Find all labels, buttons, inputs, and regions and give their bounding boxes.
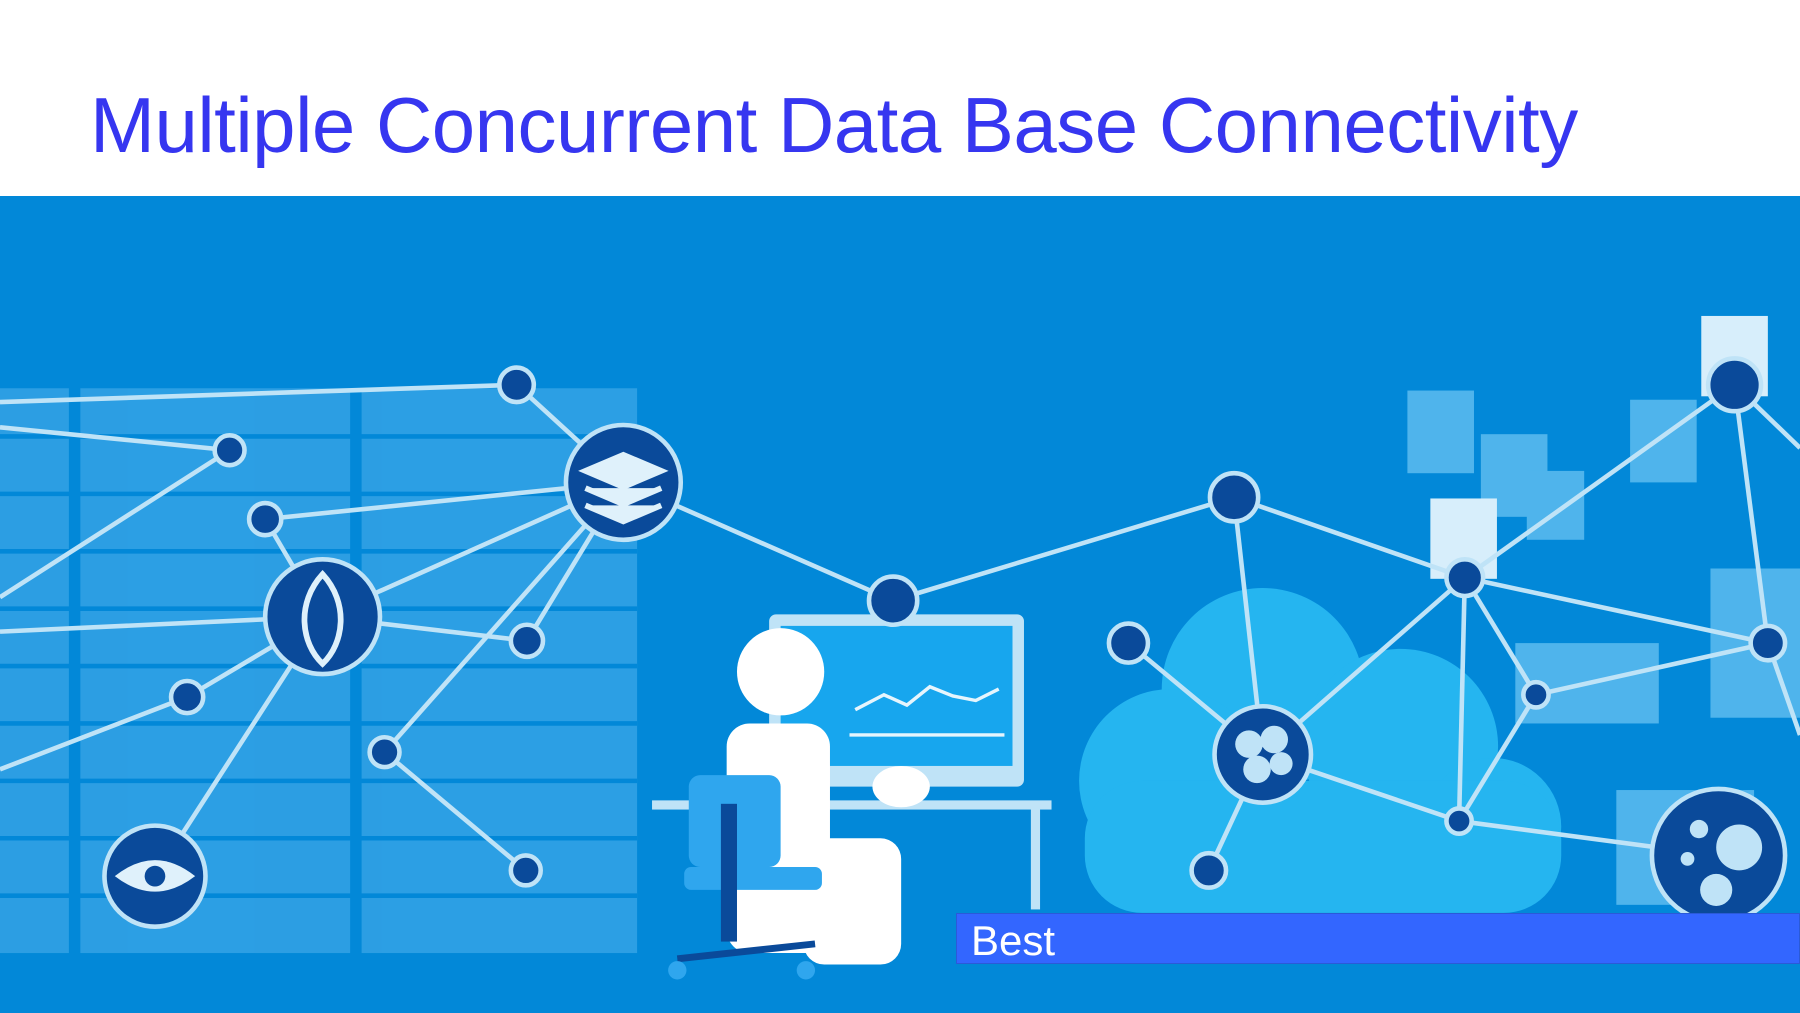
network-node bbox=[1521, 679, 1551, 710]
cloud-icon bbox=[1079, 588, 1562, 913]
network-node bbox=[508, 622, 546, 660]
mongodb-leaf-icon bbox=[262, 557, 383, 677]
network-edge bbox=[1462, 576, 1538, 696]
network-node bbox=[1106, 621, 1151, 665]
network-edge bbox=[1233, 495, 1466, 580]
network-node bbox=[1189, 850, 1229, 890]
network-node bbox=[508, 853, 543, 888]
network-node bbox=[168, 678, 206, 716]
network-node bbox=[246, 500, 284, 538]
network-node bbox=[497, 365, 537, 405]
network-node bbox=[1444, 557, 1486, 599]
network-nodes bbox=[168, 356, 1788, 890]
caption-bar: Best bbox=[956, 913, 1800, 964]
network-node bbox=[866, 574, 920, 628]
neo4j-icon bbox=[1649, 786, 1788, 925]
slide-title: Multiple Concurrent Data Base Connectivi… bbox=[90, 81, 1578, 169]
network-edge bbox=[0, 425, 230, 453]
eye-icon bbox=[102, 823, 208, 929]
network-edge bbox=[1463, 382, 1736, 580]
network-node bbox=[212, 433, 247, 468]
title-band: Multiple Concurrent Data Base Connectivi… bbox=[0, 0, 1800, 196]
network-edge bbox=[382, 480, 626, 754]
caption-text: Best bbox=[971, 917, 1056, 964]
network-edge bbox=[0, 694, 188, 772]
network-node bbox=[1705, 356, 1764, 414]
network-edge bbox=[1456, 577, 1468, 822]
cluster-icon bbox=[1212, 703, 1314, 805]
network-edge bbox=[0, 382, 517, 405]
network-node bbox=[1748, 623, 1788, 663]
network-edge bbox=[383, 750, 528, 873]
network-edge bbox=[1464, 575, 1769, 646]
network-edge bbox=[1457, 693, 1538, 823]
network-node bbox=[1444, 806, 1474, 836]
network-edge bbox=[0, 448, 231, 600]
network-edge bbox=[264, 480, 624, 522]
redis-icon bbox=[563, 422, 684, 543]
network-edge bbox=[1732, 384, 1771, 644]
network-edge bbox=[1535, 640, 1769, 698]
person-at-computer-icon bbox=[652, 614, 1052, 980]
network-node bbox=[367, 734, 402, 770]
network-edge bbox=[892, 495, 1235, 603]
network-node bbox=[1207, 470, 1261, 524]
